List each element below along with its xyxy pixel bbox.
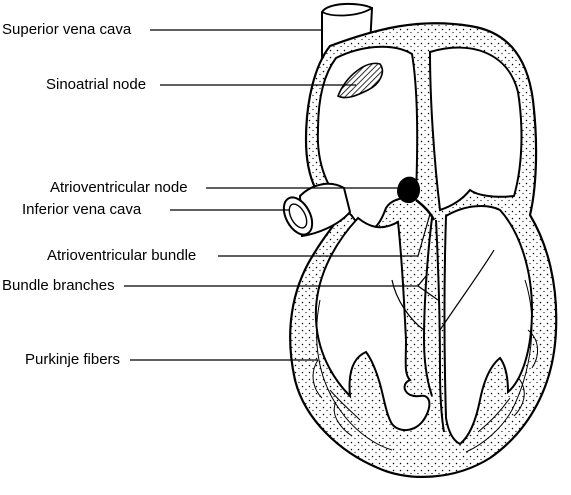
label-atrioventricular-bundle: Atrioventricular bundle	[47, 247, 197, 264]
atrioventricular-node	[397, 176, 421, 203]
left-ventricle-cavity	[443, 205, 534, 446]
right-ventricle-cavity	[314, 216, 431, 432]
label-atrioventricular-node: Atrioventricular node	[50, 179, 188, 196]
conduction-bundle	[391, 199, 495, 433]
label-purkinje-fibers: Purkinje fibers	[25, 351, 121, 368]
label-inferior-vena-cava: Inferior vena cava	[22, 201, 142, 218]
purkinje-network	[312, 279, 538, 453]
left-atrium-cavity	[428, 46, 523, 212]
sinoatrial-node	[336, 62, 384, 99]
leader-lines	[124, 29, 439, 361]
label-sinoatrial-node: Sinoatrial node	[46, 76, 147, 93]
label-bundle-branches: Bundle branches	[2, 277, 115, 294]
label-superior-vena-cava: Superior vena cava	[2, 21, 132, 38]
inferior-vena-cava	[282, 182, 352, 238]
